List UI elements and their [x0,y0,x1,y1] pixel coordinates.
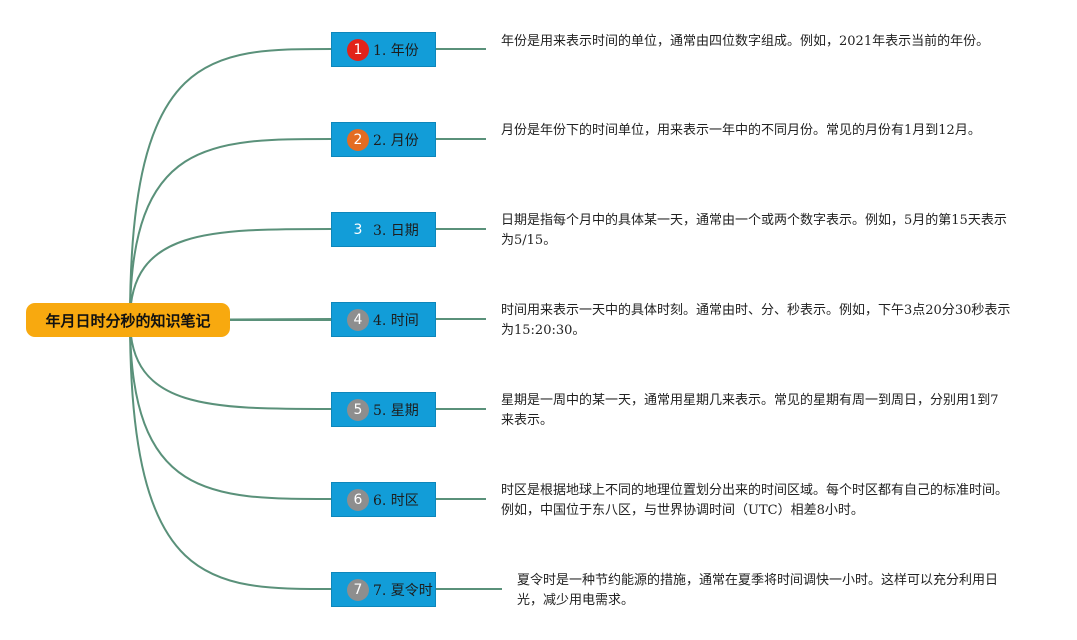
topic-dst-label: 7. 夏令时 [373,582,433,599]
topic-year-description: 年份是用来表示时间的单位，通常由四位数字组成。例如，2021年表示当前的年份。 [501,34,990,49]
priority-5-icon: 5 [347,398,369,421]
topic-timezone-label: 6. 时区 [373,492,419,509]
priority-2-icon: 2 [347,128,369,151]
topic-weekday-description: 星期是一周中的某一天，通常用星期几来表示。常见的星期有周一到周日，分别用1到7来… [501,393,999,428]
root-topic[interactable]: 年月日时分秒的知识笔记 [26,303,230,337]
priority-7-icon: 7 [347,578,369,601]
topic-time-label: 4. 时间 [373,312,419,329]
topic-month-description: 月份是年份下的时间单位，用来表示一年中的不同月份。常见的月份有1月到12月。 [501,123,981,138]
connector-root-to-weekday [129,319,332,410]
topic-dst-description: 夏令时是一种节约能源的措施，通常在夏季将时间调快一小时。这样可以充分利用日光，减… [517,573,999,608]
priority-4-icon: 4 [347,308,369,331]
connector-root-to-timezone [129,319,332,500]
topic-date[interactable]: 3 3. 日期 [331,212,436,247]
connector-root-to-year [129,48,332,321]
topic-time-description: 时间用来表示一天中的具体时刻。通常由时、分、秒表示。例如，下午3点20分30秒表… [501,303,1011,338]
topic-year-label: 1. 年份 [373,42,419,59]
priority-6-icon: 6 [347,488,369,511]
topic-time[interactable]: 4 4. 时间 [331,302,436,337]
root-topic-label: 年月日时分秒的知识笔记 [45,311,211,330]
topic-timezone-description: 时区是根据地球上不同的地理位置划分出来的时间区域。每个时区都有自己的标准时间。例… [501,483,1009,518]
topic-month-label: 2. 月份 [373,132,419,149]
connector-root-to-date [129,228,332,321]
topic-month[interactable]: 2 2. 月份 [331,122,436,157]
topic-year[interactable]: 1 1. 年份 [331,32,436,67]
topic-weekday[interactable]: 5 5. 星期 [331,392,436,427]
topic-timezone[interactable]: 6 6. 时区 [331,482,436,517]
topic-date-description: 日期是指每个月中的具体某一天，通常由一个或两个数字表示。例如，5月的第15天表示… [501,213,1007,248]
priority-3-icon: 3 [347,218,369,241]
topic-date-label: 3. 日期 [373,222,419,239]
priority-1-icon: 1 [347,38,369,61]
connector-root-to-dst [129,319,332,590]
topic-weekday-label: 5. 星期 [373,402,419,419]
connector-root-to-month [129,138,332,321]
topic-dst[interactable]: 7 7. 夏令时 [331,572,436,607]
